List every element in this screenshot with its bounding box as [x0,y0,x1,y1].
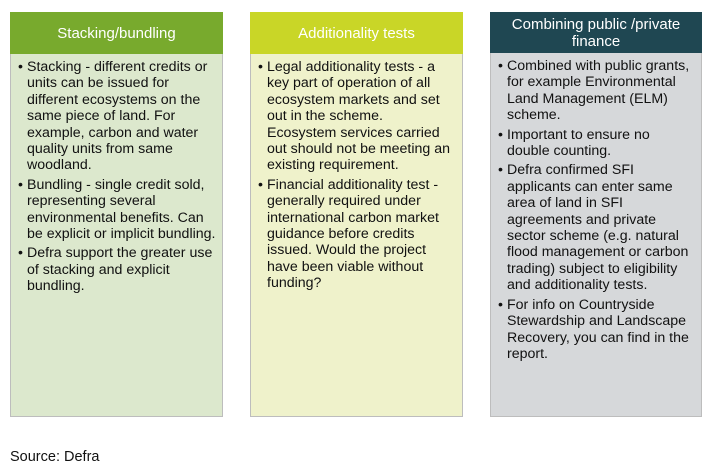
bullet-item: Defra support the greater use of stackin… [18,245,216,294]
column-header: Combining public /private finance [490,12,702,53]
column-body: Combined with public grants, for example… [490,53,702,417]
column-additionality-tests: Additionality tests Legal additionality … [250,12,463,417]
bullet-item: Important to ensure no double counting. [498,127,695,160]
bullet-item: Combined with public grants, for example… [498,58,695,124]
column-body: Stacking - different credits or units ca… [10,54,223,417]
column-combining-finance: Combining public /private finance Combin… [490,12,702,417]
bullet-list: Combined with public grants, for example… [498,58,695,362]
bullet-item: For info on Countryside Stewardship and … [498,297,695,363]
bullet-list: Stacking - different credits or units ca… [18,59,216,295]
bullet-item: Defra confirmed SFI applicants can enter… [498,162,695,293]
bullet-item: Financial additionality test - generally… [258,177,456,292]
source-note: Source: Defra [10,449,100,465]
column-header: Stacking/bundling [10,12,223,54]
bullet-list: Legal additionality tests - a key part o… [258,59,456,292]
column-body: Legal additionality tests - a key part o… [250,54,463,417]
column-header: Additionality tests [250,12,463,54]
bullet-item: Stacking - different credits or units ca… [18,59,216,174]
bullet-item: Legal additionality tests - a key part o… [258,59,456,174]
column-stacking-bundling: Stacking/bundling Stacking - different c… [10,12,223,417]
bullet-item: Bundling - single credit sold, represent… [18,177,216,243]
